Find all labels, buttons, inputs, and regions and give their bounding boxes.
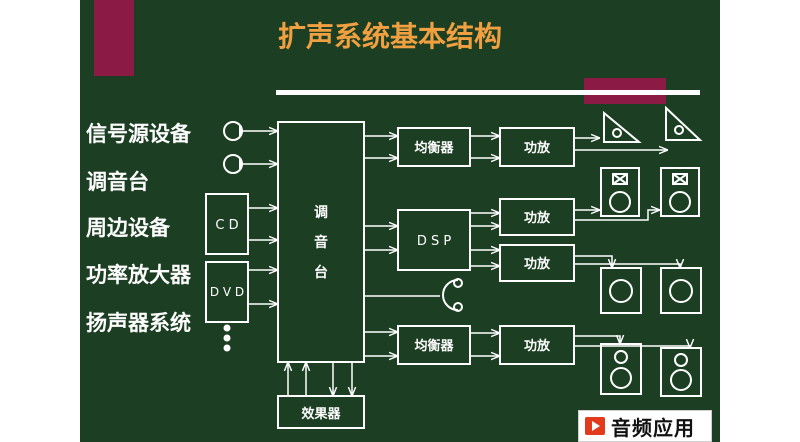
full-range-speaker-icon <box>600 167 640 217</box>
page-title: 扩声系统基本结构 <box>278 20 502 53</box>
monitor-speaker-icon <box>600 343 642 395</box>
power-amp-label-2: 功放 <box>524 210 551 226</box>
label-mixer: 调音台 <box>86 170 149 194</box>
watermark-text: 音频应用 <box>611 415 695 440</box>
board-background <box>80 0 720 442</box>
label-amplifier: 功率放大器 <box>86 263 192 287</box>
subwoofer-speaker-icon <box>600 267 642 314</box>
power-amp-block-2 <box>499 198 575 236</box>
effects-label: 效果器 <box>301 406 341 422</box>
mixer-block <box>277 121 365 363</box>
label-signal-source: 信号源设备 <box>86 122 192 146</box>
equalizer-block-bottom <box>397 325 471 365</box>
subwoofer-speaker-icon <box>660 267 702 314</box>
dvd-label: D V D <box>210 285 244 299</box>
equalizer-label-top: 均衡器 <box>414 140 454 156</box>
watermark-badge: 音频应用 <box>578 410 712 442</box>
horn-speaker-icon <box>603 110 642 143</box>
amp-to-speaker-arrow <box>574 264 680 268</box>
full-range-speaker-icon <box>660 167 700 217</box>
power-amp-label-1: 功放 <box>524 140 551 156</box>
horn-speaker-icon <box>665 105 703 141</box>
dvd-block <box>205 261 249 323</box>
power-amp-label-4: 功放 <box>524 338 551 354</box>
mixer-label-char: 台 <box>314 264 328 281</box>
equalizer-label-bottom: 均衡器 <box>414 338 454 354</box>
amp-to-speaker-arrow <box>574 336 620 344</box>
power-amp-label-3: 功放 <box>524 256 551 272</box>
power-amp-block-1 <box>499 127 575 167</box>
mixer-label-char: 调 <box>314 205 328 221</box>
play-icon <box>585 417 605 435</box>
power-amp-block-4 <box>499 325 575 365</box>
label-speaker-system: 扬声器系统 <box>86 311 191 335</box>
equalizer-block-top <box>397 127 471 167</box>
cd-block <box>205 193 249 255</box>
accent-bar-left <box>94 0 134 76</box>
amp-to-speaker-arrow <box>574 210 660 221</box>
title-underline <box>276 90 700 95</box>
effects-block <box>277 395 365 429</box>
monitor-speaker-icon <box>660 347 702 397</box>
dsp-block <box>397 209 471 271</box>
headphones-icon <box>442 278 463 312</box>
mixer-label-char: 音 <box>314 234 328 251</box>
power-amp-block-3 <box>499 244 575 282</box>
more-sources-dots <box>223 324 231 352</box>
dsp-label: D S P <box>417 234 452 249</box>
label-peripherals: 周边设备 <box>86 216 171 240</box>
cd-label: C D <box>215 218 238 233</box>
